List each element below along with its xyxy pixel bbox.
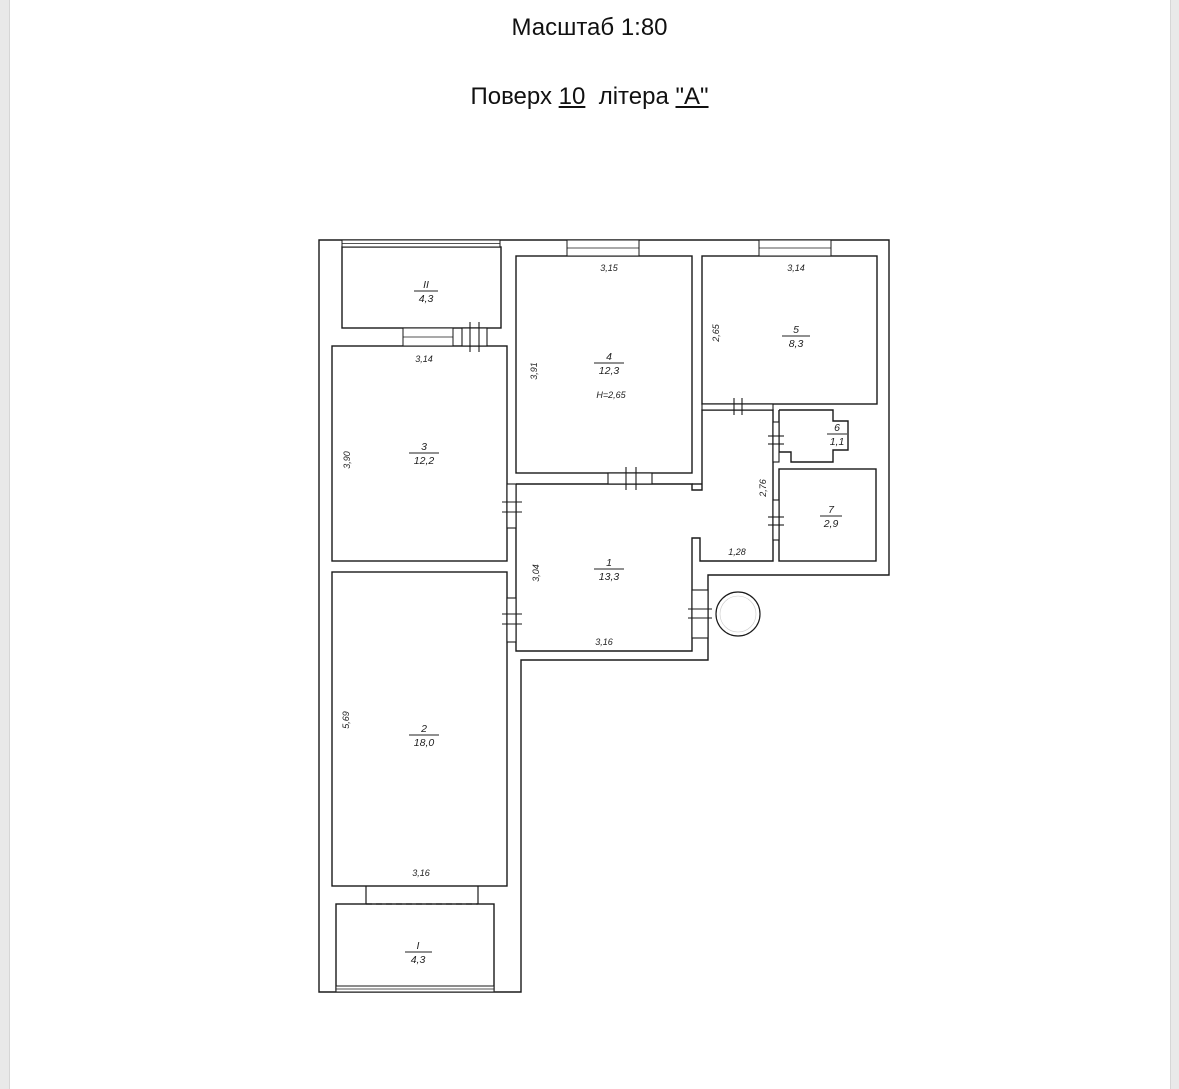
room-6-outline <box>778 409 849 463</box>
dimension-labels: 3,14 3,90 3,15 3,91 3,14 2,65 2,76 1,28 … <box>341 263 805 878</box>
dim-r5-top: 3,14 <box>787 263 805 273</box>
room-2-outline <box>331 571 508 887</box>
room-II-outline <box>341 246 502 329</box>
dim-r2-bottom: 3,16 <box>412 868 430 878</box>
room-labels: II 4,3 3 12,2 4 12,3 H=2,65 5 8,3 6 1,1 … <box>411 279 845 966</box>
floor-title: Поверх 10 літера "А" <box>0 83 1179 111</box>
dim-r4-side: 3,91 <box>529 362 539 380</box>
room-1-area: 13,3 <box>599 571 620 583</box>
room-I-number: I <box>417 940 420 952</box>
room-5-number: 5 <box>793 324 799 336</box>
dim-corridor-bottom: 1,28 <box>728 547 746 557</box>
dim-corridor-side: 2,76 <box>758 479 768 498</box>
litera-prefix: літера <box>598 83 669 110</box>
room-2-number: 2 <box>420 723 427 735</box>
room-7-area: 2,9 <box>823 518 839 530</box>
dim-r4-top: 3,15 <box>600 263 619 273</box>
room-II-number: II <box>423 279 429 291</box>
room-II-area: 4,3 <box>419 293 434 305</box>
drawing-sheet <box>9 0 1171 1089</box>
room-4-number: 4 <box>606 351 612 363</box>
room-6-area: 1,1 <box>830 436 845 448</box>
floor-number: 10 <box>558 83 586 110</box>
room-4-area: 12,3 <box>599 365 620 377</box>
outer-wall-left <box>318 239 890 993</box>
room-3-area: 12,2 <box>414 455 435 467</box>
room-6-number: 6 <box>834 422 840 434</box>
scale-title: Масштаб 1:80 <box>511 14 668 41</box>
litera-value: "А" <box>675 83 709 110</box>
room-3-outline <box>331 345 508 562</box>
room-I-area: 4,3 <box>411 954 426 966</box>
dim-r3-side: 3,90 <box>342 451 352 469</box>
room-I-outline <box>335 903 495 991</box>
dim-r5-side: 2,65 <box>711 323 721 343</box>
room-3-number: 3 <box>421 441 427 453</box>
room-5-outline <box>701 255 878 405</box>
room-7-number: 7 <box>828 504 835 516</box>
dim-r2-side: 5,69 <box>341 711 351 729</box>
floor-prefix: Поверх <box>470 83 552 110</box>
dim-r1-side: 3,04 <box>531 564 541 582</box>
room-5-area: 8,3 <box>789 338 804 350</box>
shaft-circle <box>715 591 761 637</box>
room-2-area: 18,0 <box>414 737 435 749</box>
dim-r1-bottom: 3,16 <box>595 637 613 647</box>
dim-r3-top: 3,14 <box>415 354 433 364</box>
room-1-number: 1 <box>606 557 612 569</box>
room-1-outline <box>515 409 774 652</box>
room-4-height: H=2,65 <box>596 390 626 400</box>
